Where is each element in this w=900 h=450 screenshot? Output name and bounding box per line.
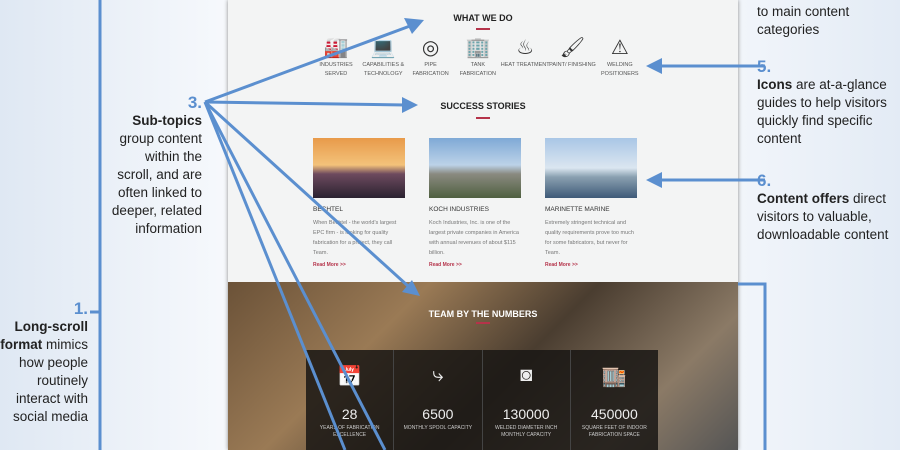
read-more-link[interactable]: Read More >> — [313, 262, 346, 268]
heading-underline — [476, 117, 490, 119]
story-image — [313, 138, 405, 198]
story-image — [429, 138, 521, 198]
pipe-icon: ◎ — [421, 37, 440, 59]
industry-icon: 🏭 — [323, 37, 349, 59]
category-link[interactable]: ⚠WELDING POSITIONERS — [595, 35, 645, 79]
building-icon: 🏬 — [601, 366, 627, 388]
heat-icon: ♨ — [516, 37, 535, 59]
story-image — [545, 138, 637, 198]
annotation-6: 6.Content offers direct visitors to valu… — [757, 172, 889, 243]
welding-positioner-icon: ⚠ — [610, 37, 629, 59]
pipe-elbow-icon: ⤷ — [432, 364, 444, 386]
bracket-line — [738, 282, 767, 450]
numbers-heading: TEAM BY THE NUMBERS — [428, 309, 538, 319]
annotation-4: to main content categories — [757, 4, 850, 37]
category-link[interactable]: ◎PIPE FABRICATION — [406, 35, 456, 79]
paintbrush-icon: 🖌 — [559, 37, 586, 59]
laptop-gear-icon: 💻 — [370, 37, 396, 59]
heading-underline — [476, 28, 490, 30]
tank-icon: 🏢 — [465, 37, 491, 59]
arrow-lines — [203, 18, 765, 450]
category-link[interactable]: 🏭INDUSTRIES SERVED — [311, 35, 361, 79]
what-we-do-heading: WHAT WE DO — [453, 13, 513, 23]
category-link[interactable]: ♨HEAT TREATMENT — [500, 37, 550, 68]
tape-measure-icon: ◙ — [520, 364, 533, 386]
category-link[interactable]: 🖌PAINT/ FINISHING — [549, 37, 596, 68]
heading-underline — [476, 322, 490, 324]
annotation-3: 3.Sub-topics group content within the sc… — [111, 93, 202, 237]
stats-panel: 📅198728YEARS OF FABRICATION EXCELLENCE⤷6… — [306, 350, 658, 450]
category-link[interactable]: 🏢TANK FABRICATION — [453, 35, 503, 79]
category-link[interactable]: 💻CAPABILITIES & TECHNOLOGY — [358, 35, 408, 79]
success-stories-heading: SUCCESS STORIES — [440, 101, 526, 111]
read-more-link[interactable]: Read More >> — [429, 262, 462, 268]
read-more-link[interactable]: Read More >> — [545, 262, 578, 268]
annotation-1: 1.Long-scroll format mimics how people r… — [0, 299, 88, 425]
